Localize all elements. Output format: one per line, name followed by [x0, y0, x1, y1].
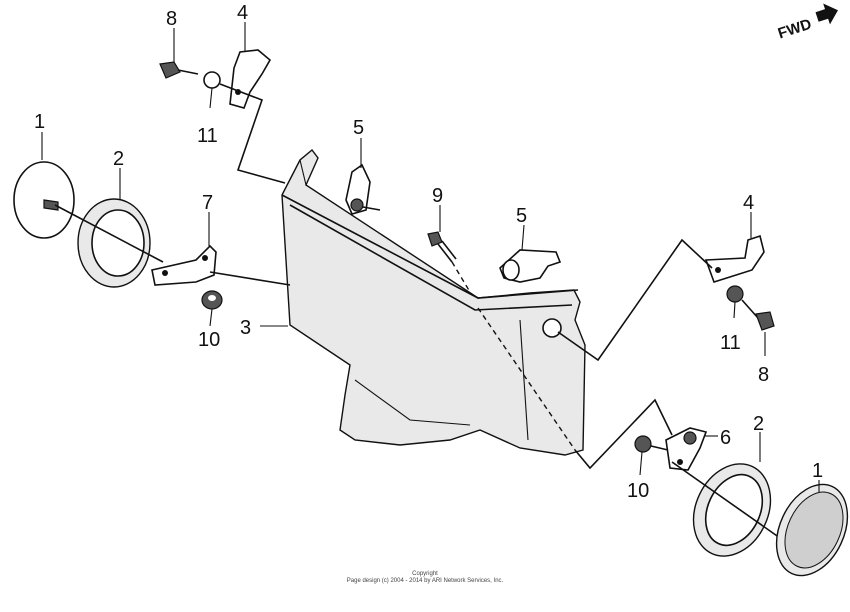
assembly-line [54, 204, 164, 263]
nut-10-right [634, 435, 652, 453]
callout-10-b: 10 [627, 480, 649, 502]
callout-9: 9 [432, 185, 443, 207]
copyright-line: Page design (c) 2004 - 2014 by ARI Netwo… [346, 578, 504, 584]
washer-11-right [726, 285, 744, 303]
callout-11-b: 11 [720, 332, 741, 354]
bolt-8-right [741, 299, 775, 331]
assembly-line [557, 238, 713, 362]
hidden-line [451, 261, 471, 293]
bolt-8-top [159, 61, 199, 79]
assembly-line [574, 398, 673, 470]
callouts: 1 2 3 4 5 7 8 11 9 5 4 10 11 8 6 10 2 1 [34, 2, 823, 502]
bracket-5-mid [499, 249, 562, 283]
fwd-label: FWD [776, 16, 814, 43]
copyright-title: Copyright [412, 571, 438, 577]
lens-left [13, 161, 75, 239]
nut-10-left [201, 290, 223, 310]
bracket-4-right [704, 234, 765, 283]
hidden-line [477, 307, 576, 451]
callout-5-b: 5 [516, 205, 527, 227]
callout-5: 5 [353, 117, 364, 139]
bracket-6 [665, 427, 708, 471]
cowl-body [281, 148, 586, 456]
callout-2: 2 [113, 148, 124, 170]
callout-4-b: 4 [743, 192, 754, 214]
callout-7: 7 [202, 192, 213, 214]
leader-lines [41, 22, 820, 492]
callout-8-b: 8 [758, 364, 769, 386]
lens-right [775, 483, 849, 577]
assembly-line [671, 461, 781, 539]
bracket-4-top [229, 49, 272, 109]
rim-right [692, 463, 772, 557]
callout-3: 3 [240, 317, 251, 339]
forward-arrow: FWD [776, 3, 838, 43]
callout-2-b: 2 [753, 413, 764, 435]
assembly-line [650, 445, 669, 451]
bolt-9 [427, 231, 457, 263]
callout-10: 10 [198, 329, 220, 351]
fwd-arrow-icon [815, 3, 838, 25]
callout-4: 4 [237, 2, 248, 24]
rim-left [77, 198, 151, 288]
callout-1-b: 1 [812, 460, 823, 482]
grommet [542, 318, 562, 338]
assembly-line [219, 83, 286, 184]
callout-11: 11 [197, 125, 218, 147]
callout-8: 8 [166, 8, 177, 30]
assembly-line [209, 271, 291, 286]
callout-6: 6 [720, 427, 731, 449]
bracket-7 [151, 244, 217, 286]
washer-11-top [203, 71, 221, 89]
bracket-5-top [345, 163, 381, 215]
callout-1: 1 [34, 111, 45, 133]
